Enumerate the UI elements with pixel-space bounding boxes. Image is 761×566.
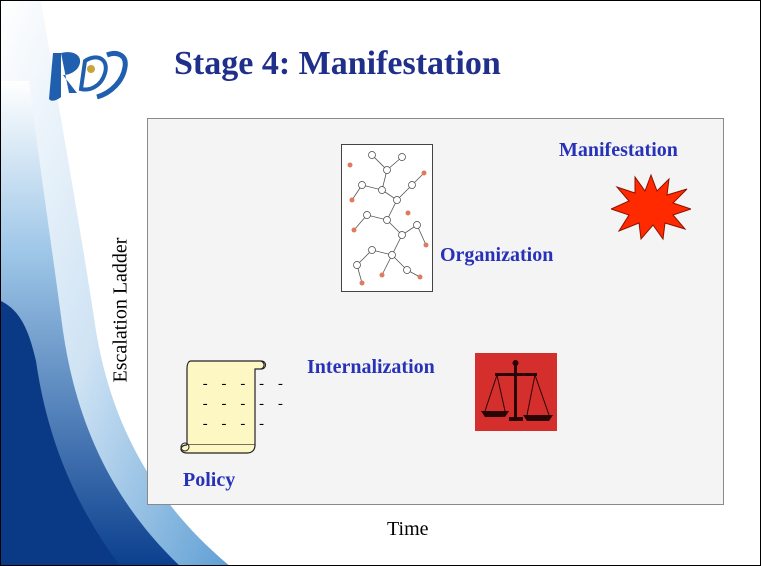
y-axis-label: Escalation Ladder bbox=[109, 237, 132, 383]
stage-label-policy: Policy bbox=[183, 469, 236, 491]
policy-line-2: - - - - - bbox=[201, 397, 286, 413]
explosion-burst-icon bbox=[611, 173, 691, 241]
policy-line-3: - - - - bbox=[201, 417, 267, 433]
policy-line-1: - - - - - bbox=[201, 377, 286, 393]
logo-icon bbox=[49, 51, 128, 101]
x-axis-label: Time bbox=[387, 518, 429, 540]
scales-of-justice-icon bbox=[475, 353, 557, 431]
stage-label-manifestation: Manifestation bbox=[559, 139, 678, 161]
organization-tree-icon bbox=[341, 144, 433, 292]
policy-scroll-icon bbox=[180, 360, 267, 454]
slide-title: Stage 4: Manifestation bbox=[174, 45, 501, 82]
stage-label-organization: Organization bbox=[440, 244, 554, 266]
stage-label-internalization: Internalization bbox=[307, 356, 435, 378]
